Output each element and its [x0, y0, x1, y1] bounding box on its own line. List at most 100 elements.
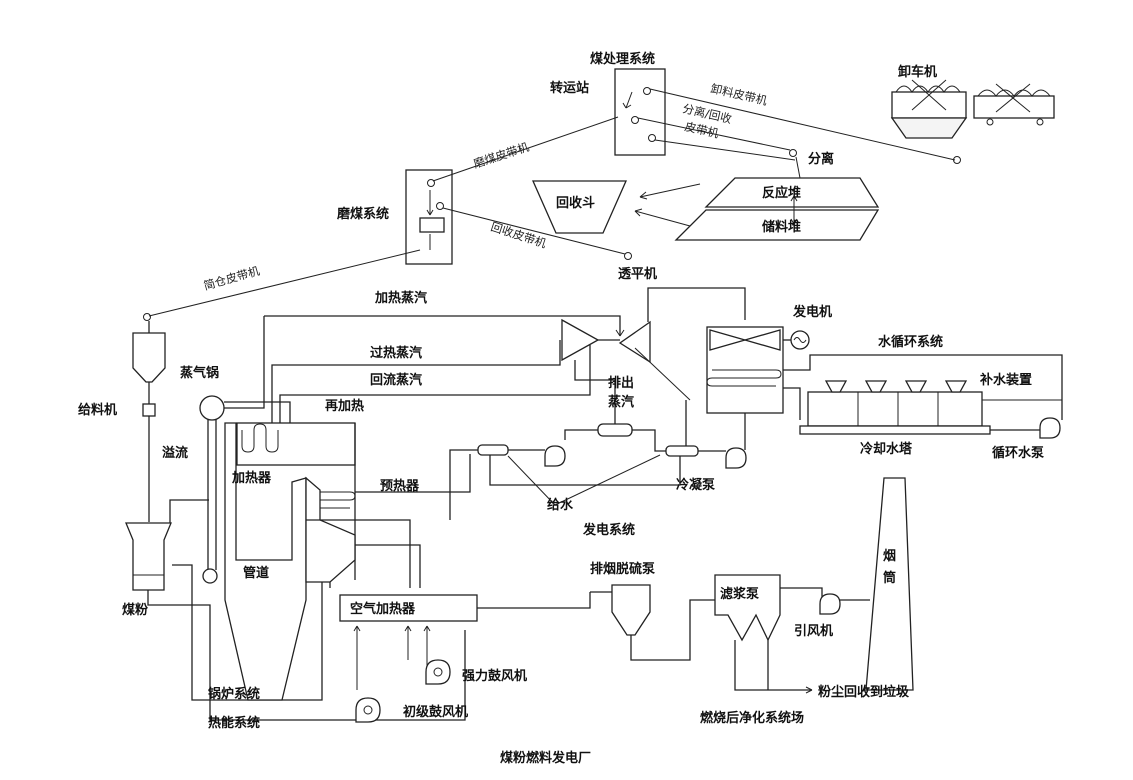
forced-fan-icon — [425, 659, 451, 685]
extraction-label: 排出 — [608, 375, 634, 391]
post-cleanup-label: 燃烧后净化系统场 — [700, 710, 804, 726]
pulley-icon — [631, 116, 639, 124]
pulley-icon — [643, 87, 651, 95]
mill-icon — [419, 217, 445, 233]
grinding-belt-line — [432, 116, 619, 182]
heating-steam-line — [264, 315, 621, 336]
reaction-pile-label: 反应堆 — [762, 185, 801, 201]
chimney-label-1: 烟 — [883, 549, 896, 564]
feedwater-loop — [489, 455, 681, 486]
drum-outlet — [224, 401, 291, 423]
slurry-pump-label: 滤浆泵 — [720, 586, 759, 602]
pulley-icon — [789, 149, 797, 157]
pile-to-hopper-arrow — [639, 183, 701, 198]
feedwater-line — [564, 429, 598, 440]
pile-to-hopper-arrow — [634, 210, 691, 227]
heating-steam-label: 加热蒸汽 — [374, 290, 427, 306]
coal-powder-label: 煤粉 — [122, 602, 148, 618]
feeder-label: 给料机 — [78, 402, 117, 418]
feedwater-pointer — [554, 454, 661, 506]
overflow-line — [169, 499, 209, 523]
lp-turbine-shape — [618, 320, 651, 364]
preheater-coil-icon — [314, 491, 356, 509]
feedwater-line — [632, 429, 666, 452]
coal-system-label: 煤处理系统 — [590, 51, 655, 67]
condenser-turbine-l — [709, 329, 748, 351]
storage-pile-shape — [674, 209, 880, 241]
air-heater-out — [477, 592, 591, 609]
hp-turbine-shape — [561, 318, 600, 362]
transfer-station-box — [614, 68, 666, 156]
deaerator-icon — [597, 423, 633, 437]
arrow-icon — [634, 208, 643, 217]
cooling-tower-label: 冷却水塔 — [860, 441, 913, 457]
fgd-shape — [611, 584, 651, 636]
drum-to-heat — [224, 316, 265, 409]
feeder-box — [142, 403, 156, 417]
silo-belt-label: 简仓皮带机 — [202, 263, 262, 292]
circ-pump-icon — [1039, 417, 1061, 439]
thermal-system-label: 热能系统 — [208, 715, 260, 731]
slurry-pump-shape — [714, 574, 781, 642]
extraction-label-2: 蒸汽 — [608, 394, 634, 410]
chimney-label-2: 筒 — [883, 570, 896, 586]
recovery-hopper-shape — [532, 180, 627, 234]
boiler-system-label: 锅炉系统 — [208, 686, 260, 702]
arrow-icon — [622, 91, 633, 109]
pulley-icon — [624, 252, 632, 260]
preheater-label: 预热器 — [380, 478, 420, 494]
unloader-label: 卸车机 — [898, 64, 937, 80]
reaction-pile-shape — [704, 177, 880, 208]
turbine-to-condenser — [647, 287, 746, 322]
arrow-icon — [426, 190, 434, 216]
generator-label: 发电机 — [792, 304, 832, 320]
recovery-belt-label: 回收皮带机 — [489, 220, 548, 251]
heater-label: 加热器 — [231, 470, 272, 486]
id-fan-icon — [819, 593, 841, 615]
arrow-icon — [423, 625, 431, 668]
grinding-system-label: 磨煤系统 — [337, 206, 389, 222]
extraction-to-da — [574, 360, 616, 424]
primary-fan-label: 初级鼓风机 — [403, 704, 468, 720]
steam-drum-icon — [199, 395, 225, 421]
coal-silo-shape — [132, 332, 166, 383]
recovery-hopper-label: 回收斗 — [556, 195, 595, 211]
separate-label: 分离 — [808, 151, 834, 167]
water-cycle-line — [783, 354, 1063, 420]
diagram-title: 煤粉燃料发电厂 — [500, 750, 591, 766]
pulley-icon — [953, 156, 961, 164]
reheat-label: 再加热 — [325, 398, 364, 414]
heater-coil-icon — [241, 423, 279, 453]
unloader-train-icon — [890, 79, 1055, 139]
unload-belt-line — [649, 88, 956, 161]
arrow-icon — [790, 195, 798, 225]
feed-pump-icon — [544, 445, 566, 467]
flue-line-3 — [355, 544, 421, 588]
flue-line — [306, 519, 411, 588]
separate-belt-return — [654, 139, 796, 161]
preheater-line — [355, 454, 471, 493]
extraction-line — [634, 347, 691, 401]
transfer-station-label: 转运站 — [550, 80, 589, 96]
grinding-belt-label: 磨煤皮带机 — [472, 140, 531, 171]
condensate-pump-label: 冷凝泵 — [676, 477, 715, 493]
pulley-icon — [648, 134, 656, 142]
fgd-label: 排烟脱硫泵 — [590, 561, 655, 577]
feedwater-label: 给水 — [547, 497, 574, 513]
chimney-shape — [865, 477, 914, 691]
return-steam-label: 回流蒸汽 — [370, 372, 422, 388]
separate-belt-line — [637, 117, 791, 151]
slurry-to-fan — [780, 587, 823, 598]
pulley-icon — [436, 202, 444, 210]
id-fan-label: 引风机 — [794, 623, 833, 639]
air-heater-label: 空气加热器 — [350, 601, 416, 617]
silo-belt-line — [148, 249, 421, 317]
dust-line — [734, 640, 812, 691]
condenser-turbine-r — [742, 329, 781, 351]
recovery-belt-line — [442, 207, 626, 255]
feedwater-return — [449, 449, 478, 520]
pulley-icon — [427, 179, 435, 187]
separate-drop — [795, 156, 801, 179]
feedwater-pointer — [507, 455, 556, 506]
